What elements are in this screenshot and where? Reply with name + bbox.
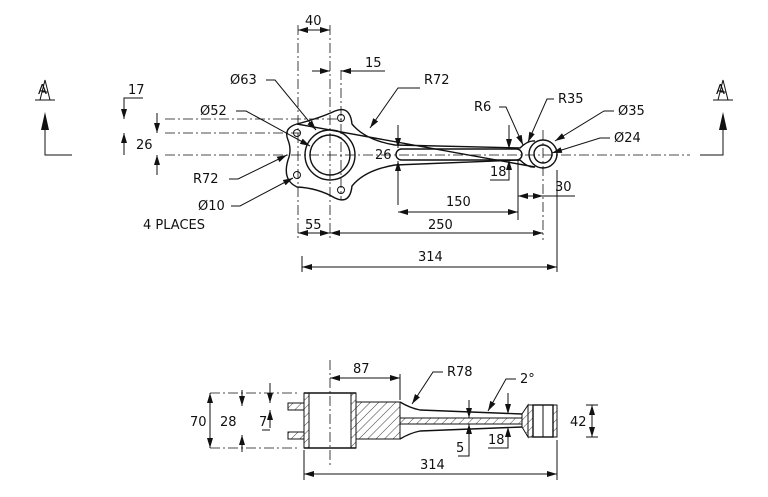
d26-slot-label: 26 xyxy=(375,148,392,163)
angle-label: 2° xyxy=(520,372,535,387)
section-view: 87 70 28 7 5 18 42 314 R78 2° xyxy=(190,360,598,480)
r6-label: R6 xyxy=(474,100,491,115)
big-end-outer xyxy=(304,129,356,181)
d15-label: 15 xyxy=(365,56,382,71)
section-marker-left: A xyxy=(35,79,72,156)
top-view: 40 15 17 26 26 18 150 30 55 250 314 Ø63 … xyxy=(121,14,690,272)
d42-label: 42 xyxy=(570,415,587,430)
dia10-label: Ø10 xyxy=(198,199,225,214)
slot xyxy=(395,148,523,161)
d250-label: 250 xyxy=(428,218,453,233)
d28-label: 28 xyxy=(220,415,237,430)
d70-label: 70 xyxy=(190,415,207,430)
dia63-label: Ø63 xyxy=(230,73,257,88)
d26-left-label: 26 xyxy=(136,138,153,153)
left-label: A xyxy=(38,83,47,98)
big-end-bore xyxy=(309,134,351,176)
bolt-hole xyxy=(337,186,345,194)
d87-label: 87 xyxy=(353,362,370,377)
d18-label: 18 xyxy=(488,433,505,448)
d40-label: 40 xyxy=(305,14,322,29)
dia52-label: Ø52 xyxy=(200,104,227,119)
bolt-hole xyxy=(337,114,345,122)
d7-label: 7 xyxy=(259,415,267,430)
bolt-hole xyxy=(293,129,301,137)
small-end-outer xyxy=(528,139,558,169)
d30-label: 30 xyxy=(555,180,572,195)
dia35-label: Ø35 xyxy=(618,104,645,119)
places-label: 4 PLACES xyxy=(143,218,205,233)
d55-label: 55 xyxy=(305,218,322,233)
r35-label: R35 xyxy=(558,92,584,107)
r72-left-label: R72 xyxy=(193,172,219,187)
dia24-label: Ø24 xyxy=(614,131,641,146)
d17-label: 17 xyxy=(128,83,145,98)
d18-label: 18 xyxy=(490,165,507,180)
small-end-bore xyxy=(533,144,553,164)
r78-label: R78 xyxy=(447,365,473,380)
section-marker-right: A xyxy=(700,79,733,156)
r72-top-label: R72 xyxy=(424,73,450,88)
d5-label: 5 xyxy=(456,441,464,456)
bolt-hole xyxy=(293,171,301,179)
d314-label: 314 xyxy=(420,458,445,473)
d314-label: 314 xyxy=(418,250,443,265)
right-label: A xyxy=(716,83,725,98)
d150-label: 150 xyxy=(446,195,471,210)
